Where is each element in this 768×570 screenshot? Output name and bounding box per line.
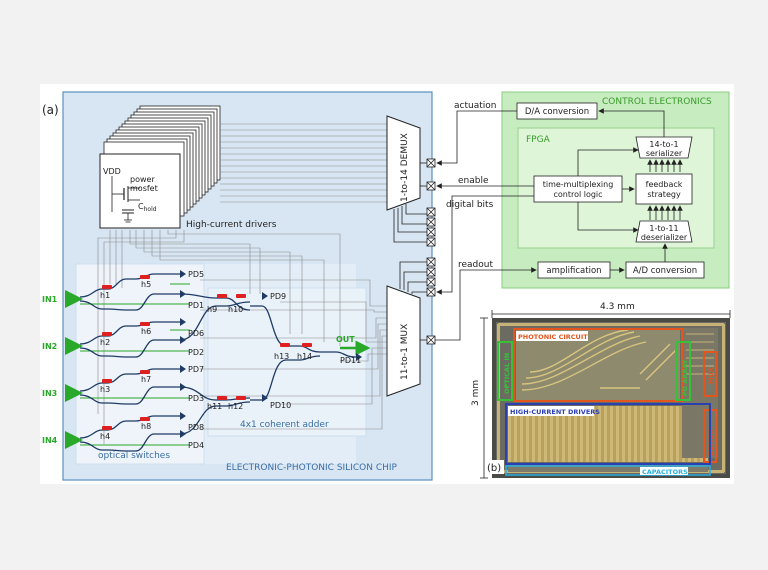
readout-label: readout	[458, 260, 493, 270]
fpga-label: FPGA	[526, 135, 551, 145]
time-mux-label-2: control logic	[553, 190, 602, 199]
pd-label-11: PD11	[340, 356, 361, 365]
drivers-label: High-current drivers	[186, 220, 277, 230]
figure: (a) VDD power mosfet Chold High-curre	[40, 84, 734, 484]
mux-photo-label: MUX	[707, 367, 715, 384]
chold-label: Chold	[138, 202, 157, 213]
driver-wires	[97, 123, 387, 444]
driver-stack	[99, 105, 221, 229]
capacitors-label: CAPACITORS	[642, 468, 688, 476]
photonic-circuit-tag	[516, 331, 588, 341]
heater-label-h5: h5	[141, 280, 151, 289]
optical-in-outline	[497, 341, 513, 401]
heater-label-h10: h10	[228, 305, 243, 314]
tap-lines	[80, 283, 190, 446]
input-label-1: IN1	[42, 295, 58, 304]
heater-label-h7: h7	[141, 375, 151, 384]
actuation-label: actuation	[454, 101, 496, 111]
heater-label-h2: h2	[100, 338, 110, 347]
pd-label-7: PD7	[188, 365, 204, 374]
mux-outline	[703, 351, 717, 397]
pd-label-3: PD3	[188, 394, 204, 403]
height-dimension-label: 3 mm	[471, 380, 481, 406]
heater-label-h11: h11	[207, 402, 222, 411]
demux-label: 1-to-14 DEMUX	[400, 133, 410, 202]
ad-conversion-label: A/D conversion	[633, 266, 697, 276]
da-conversion-label: D/A conversion	[525, 107, 589, 117]
enable-label: enable	[458, 176, 489, 186]
photonic-circuit-label: PHOTONIC CIRCUIT	[518, 333, 588, 341]
capacitors-outline	[505, 465, 711, 476]
deserializer-label-2: deserializer	[641, 233, 688, 242]
input-label-3: IN3	[42, 389, 57, 398]
feedback-label-1: feedback	[646, 180, 683, 189]
capacitors-tag	[640, 467, 688, 475]
photonic-circuit-outline	[513, 328, 683, 402]
width-dimension-label: 4.3 mm	[600, 302, 635, 312]
pd-label-5: PD5	[188, 270, 204, 279]
heater-label-h3: h3	[100, 385, 110, 394]
serializer-label-2: serializer	[646, 149, 683, 158]
feedback-label-2: strategy	[647, 190, 681, 199]
photodiode-glyphs	[180, 270, 362, 438]
time-mux-label-1: time-multiplexing	[543, 180, 614, 189]
deserializer-label-1: 1-to-11	[649, 224, 678, 233]
bond-pads	[426, 158, 436, 345]
pd-array-outline	[675, 341, 691, 401]
mux-label: 11-to-1 MUX	[400, 324, 410, 380]
panel-a-label: (a)	[42, 103, 59, 117]
heater-label-h13: h13	[274, 352, 289, 361]
mosfet-label-2: mosfet	[130, 184, 158, 193]
feedback-box	[635, 173, 693, 205]
panel-b-tag	[486, 460, 504, 474]
chip-photo	[492, 318, 730, 478]
panel-b-label: (b)	[487, 463, 501, 474]
pd-label-4: PD4	[188, 441, 204, 450]
heater-label-h4: h4	[100, 432, 110, 441]
heater-label-h1: h1	[100, 291, 110, 300]
coherent-adder-region	[207, 287, 367, 437]
high-current-drivers-label: HIGH-CURRENT DRIVERS	[510, 408, 600, 416]
heater-label-h9: h9	[207, 305, 217, 314]
mosfet-label-1: power	[130, 175, 155, 184]
pd-label-6: PD6	[188, 329, 204, 338]
pad-wires	[393, 162, 427, 341]
high-current-drivers-outline	[505, 403, 711, 465]
switches-label: optical switches	[98, 451, 170, 461]
heater-label-h6: h6	[141, 327, 151, 336]
heater-label-h12: h12	[228, 402, 243, 411]
mux-block	[386, 285, 421, 397]
input-arrows	[65, 290, 83, 449]
out-label: OUT	[336, 335, 355, 344]
pd-label-2: PD2	[188, 348, 204, 357]
vdd-label: VDD	[103, 167, 121, 176]
heater-marks	[102, 275, 312, 430]
high-current-drivers-tag	[508, 406, 594, 416]
control-arrows	[435, 108, 683, 341]
digital-bits-label: digital bits	[446, 200, 494, 210]
chip-title: ELECTRONIC-PHOTONIC SILICON CHIP	[226, 463, 398, 473]
optical-in-label: OPTICAL IN	[503, 353, 511, 394]
figure-svg: (a) VDD power mosfet Chold High-curre	[42, 91, 731, 481]
control-title: CONTROL ELECTRONICS	[602, 97, 712, 107]
pd-label-1: PD1	[188, 301, 204, 310]
pd-label-10: PD10	[270, 401, 291, 410]
deserializer-box	[635, 220, 693, 243]
amplification-label: amplification	[546, 266, 601, 276]
adder-label: 4x1 coherent adder	[240, 420, 329, 430]
heater-label-h14: h14	[297, 352, 312, 361]
pd-array-label: PD ARRAY	[681, 359, 689, 396]
demux-block	[386, 115, 421, 211]
input-label-4: IN4	[42, 436, 58, 445]
driver-front	[99, 153, 181, 229]
pd-label-9: PD9	[270, 292, 286, 301]
pd-label-8: PD8	[188, 423, 204, 432]
serializer-label-1: 14-to-1	[649, 140, 678, 149]
heater-label-h8: h8	[141, 422, 151, 431]
input-label-2: IN2	[42, 342, 57, 351]
